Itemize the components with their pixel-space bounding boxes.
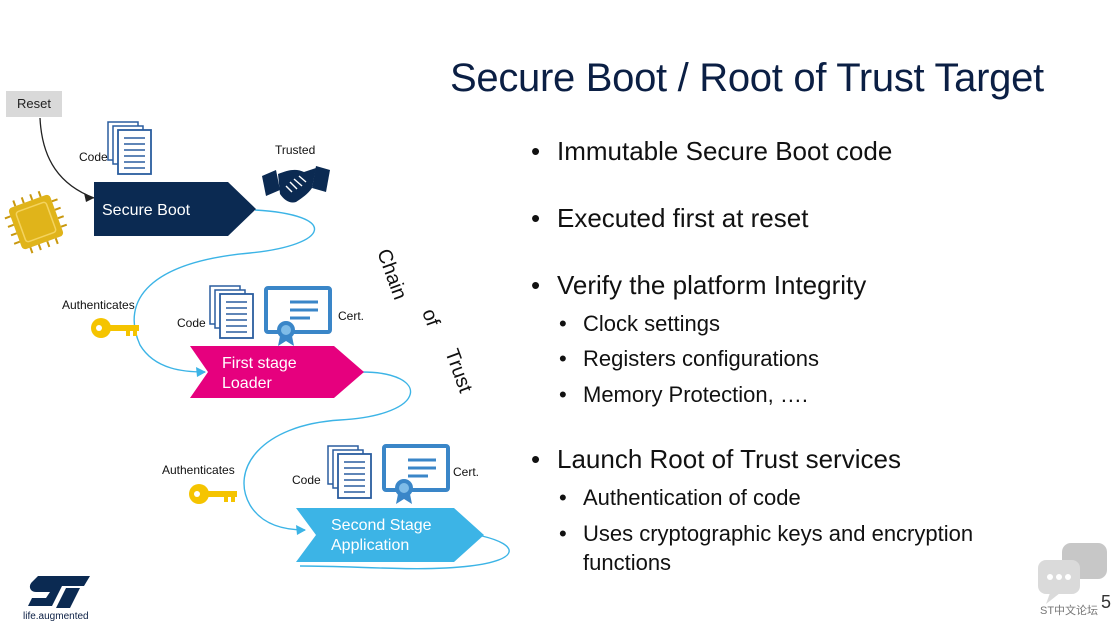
sub-bullet-item: • Authentication of code — [559, 485, 801, 511]
code-label: Code — [292, 473, 321, 487]
stage-second-app-label-1: Second Stage — [331, 517, 432, 534]
bullet-dot: • — [559, 346, 567, 371]
cert-label: Cert. — [453, 465, 480, 479]
authenticates-label: Authenticates — [62, 298, 135, 312]
sub-bullet-continuation: functions — [583, 550, 671, 576]
sub-bullet-text: Uses cryptographic keys and encryption — [583, 521, 974, 546]
code-label: Code — [177, 316, 206, 330]
stage-first-loader-label-1: First stage — [222, 355, 297, 372]
reset-arrow — [39, 117, 95, 199]
trust-curve-1 — [133, 209, 316, 373]
authenticates-label: Authenticates — [162, 463, 235, 477]
bullet-dot: • — [559, 311, 567, 336]
stage-first-loader-shape — [190, 346, 364, 398]
sub-bullet-item: • Registers configurations — [559, 346, 820, 372]
code-label: Code — [79, 150, 108, 164]
sub-bullet-text: Clock settings — [583, 311, 720, 336]
bullet-item: • Executed first at reset — [531, 203, 809, 234]
certificate-icon — [264, 286, 332, 346]
bullet-item: • Launch Root of Trust services — [531, 444, 901, 475]
trusted-label: Trusted — [275, 143, 316, 157]
bullet-dot: • — [559, 382, 567, 407]
chat-watermark-icon — [1038, 543, 1107, 604]
stage-second-app-shape — [296, 508, 484, 562]
bullet-item: • Immutable Secure Boot code — [531, 136, 893, 167]
bullet-dot: • — [559, 521, 567, 546]
page-number: 5 — [1100, 592, 1111, 612]
sub-bullet-item: • Memory Protection, …. — [559, 382, 808, 408]
st-logo — [28, 576, 90, 608]
brand-tagline: life.augmented — [23, 611, 89, 622]
key-icon — [91, 318, 139, 338]
bullet-text: Executed first at reset — [557, 203, 809, 233]
forum-watermark: ST中文论坛 — [1040, 605, 1099, 617]
bullet-text: Immutable Secure Boot code — [557, 136, 893, 166]
bullet-dot: • — [531, 136, 541, 166]
sub-bullet-item: • Clock settings — [559, 311, 720, 337]
trust-curve-2 — [243, 371, 412, 531]
sub-bullet-text: Registers configurations — [583, 346, 820, 371]
cert-label: Cert. — [338, 309, 365, 323]
trust-arrowhead-1 — [196, 367, 206, 377]
bullet-dot: • — [531, 444, 541, 474]
bullet-text: Launch Root of Trust services — [557, 444, 901, 474]
certificate-icon — [382, 444, 450, 504]
slide-title: Secure Boot / Root of Trust Target — [450, 56, 1044, 100]
sub-bullet-text: Memory Protection, …. — [583, 382, 808, 407]
stage-second-app-label-2: Application — [331, 537, 410, 554]
sub-bullet-text: Authentication of code — [583, 485, 801, 510]
stage-secure-boot-shape — [94, 182, 256, 236]
reset-label: Reset — [6, 91, 62, 117]
bullet-item: • Verify the platform Integrity — [531, 270, 867, 301]
document-stack-icon — [107, 121, 152, 175]
bullet-text: Verify the platform Integrity — [557, 270, 867, 300]
handshake-icon — [262, 166, 330, 203]
bullet-dot: • — [531, 203, 541, 233]
key-icon — [189, 484, 237, 504]
trust-curve-3 — [299, 535, 510, 570]
bullet-dot: • — [531, 270, 541, 300]
bullet-dot: • — [559, 485, 567, 510]
reset-arrowhead — [84, 193, 94, 202]
sub-bullet-item: • Uses cryptographic keys and encryption — [559, 521, 974, 547]
trust-arrowhead-2 — [296, 525, 306, 535]
stage-secure-boot-label: Secure Boot — [102, 202, 191, 219]
document-stack-icon — [209, 285, 254, 339]
sub-bullet-text: functions — [583, 550, 672, 575]
document-stack-icon — [327, 445, 372, 499]
stage-first-loader-label-2: Loader — [222, 375, 272, 392]
chip-icon — [4, 190, 68, 254]
